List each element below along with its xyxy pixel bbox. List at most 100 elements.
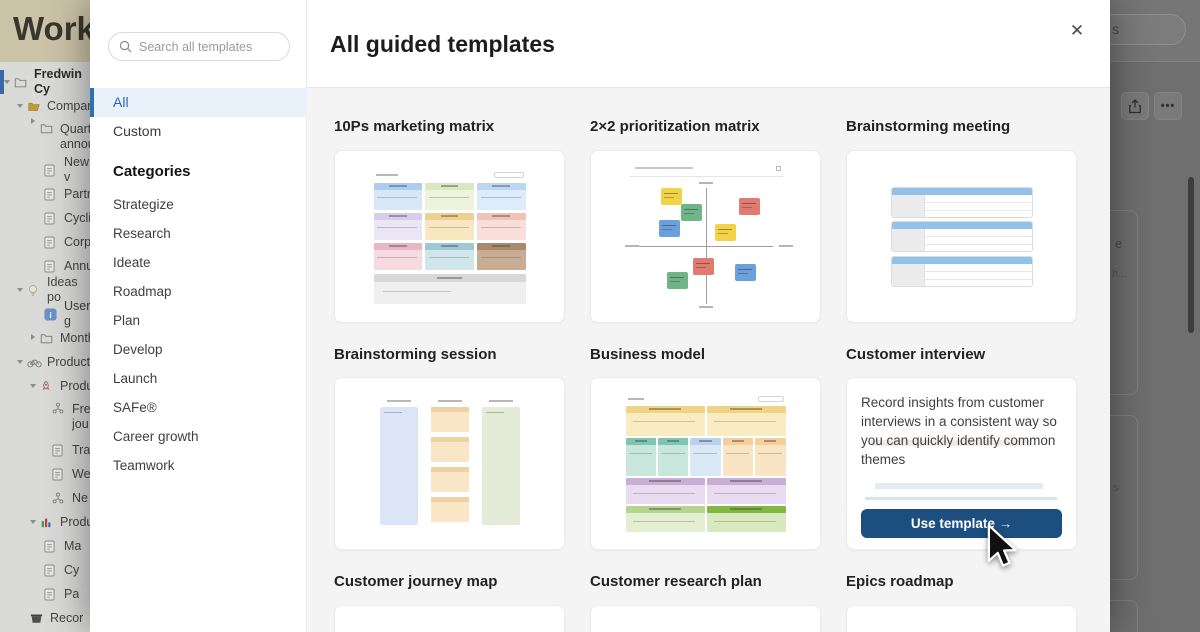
thumb-part bbox=[625, 405, 705, 413]
thumb-part bbox=[476, 212, 526, 220]
category-item[interactable]: Plan bbox=[113, 313, 141, 328]
sidebar-tree-item[interactable]: We bbox=[0, 462, 90, 486]
folder-open-icon bbox=[27, 100, 43, 113]
scrollbar-thumb[interactable] bbox=[1188, 177, 1194, 333]
category-item[interactable]: Research bbox=[113, 226, 171, 241]
template-card-title: Customer interview bbox=[846, 346, 986, 363]
category-item[interactable]: SAFe® bbox=[113, 400, 157, 415]
thumb-part bbox=[430, 467, 469, 492]
thumb-part bbox=[924, 272, 1032, 280]
category-item[interactable]: Ideate bbox=[113, 255, 151, 270]
thumb-part bbox=[481, 400, 520, 525]
sidebar-tree-item[interactable]: Produ bbox=[0, 374, 90, 398]
categories-heading: Categories bbox=[113, 163, 191, 180]
template-card[interactable] bbox=[334, 605, 565, 632]
sidebar-tree-item[interactable]: Recor bbox=[0, 606, 90, 630]
thumb-part bbox=[488, 400, 513, 402]
tree-item-label: Partne bbox=[64, 186, 90, 201]
template-search[interactable] bbox=[108, 32, 290, 61]
thumb-part bbox=[722, 437, 754, 476]
sidebar-tree-item[interactable]: Month bbox=[0, 326, 90, 350]
thumb-part bbox=[706, 412, 786, 436]
box-icon bbox=[30, 612, 46, 624]
thumb-part bbox=[625, 405, 705, 436]
templates-main-area: All guided templates ✕ 10Ps marketing ma… bbox=[307, 0, 1110, 632]
thumb-10ps-matrix bbox=[373, 170, 526, 304]
sidebar-tree-item[interactable]: Partne bbox=[0, 182, 90, 206]
sidebar-tree-item[interactable]: Tra bbox=[0, 438, 90, 462]
thumb-part bbox=[476, 219, 526, 240]
tree-item-label: Fre jou bbox=[72, 402, 90, 431]
sticky-note bbox=[692, 257, 714, 275]
sidebar-tree-item[interactable]: Annua bbox=[0, 254, 90, 278]
close-icon[interactable]: ✕ bbox=[1069, 21, 1085, 40]
flow-icon bbox=[52, 402, 68, 414]
category-item[interactable]: Career growth bbox=[113, 429, 199, 444]
thumb-part bbox=[625, 512, 705, 532]
sidebar-tree-item[interactable]: Quarte annou bbox=[0, 118, 90, 158]
template-card[interactable] bbox=[846, 605, 1077, 632]
rocket-icon bbox=[40, 380, 56, 393]
sidebar-tree-item[interactable]: Compan bbox=[0, 94, 90, 118]
sidebar-tree-item[interactable]: Ne bbox=[0, 486, 90, 510]
search-input[interactable] bbox=[139, 39, 274, 54]
bulb-icon bbox=[27, 284, 43, 297]
nav-item-custom[interactable]: Custom bbox=[113, 123, 162, 139]
template-card[interactable] bbox=[846, 150, 1077, 323]
thumb-part bbox=[706, 512, 786, 532]
thumb-session-columns bbox=[379, 400, 520, 527]
sidebar-tree-item[interactable]: Pa bbox=[0, 582, 90, 606]
thumb-part bbox=[706, 484, 786, 504]
tree-item-label: Produ bbox=[60, 378, 90, 393]
category-item[interactable]: Teamwork bbox=[113, 458, 175, 473]
thumb-part bbox=[625, 477, 705, 485]
sidebar-tree-item[interactable]: Fredwin Cy bbox=[0, 67, 90, 96]
share-icon bbox=[1129, 98, 1141, 113]
category-item[interactable]: Launch bbox=[113, 371, 158, 386]
sidebar-tree-item[interactable]: Corpo bbox=[0, 230, 90, 254]
share-button[interactable] bbox=[1121, 92, 1149, 120]
template-card-title: Customer journey map bbox=[334, 573, 498, 590]
thumb-part bbox=[706, 477, 786, 485]
thumb-part bbox=[755, 437, 786, 476]
thumb-part bbox=[891, 222, 1032, 229]
use-template-button[interactable]: Use template → bbox=[861, 509, 1062, 538]
chart-icon bbox=[40, 516, 56, 528]
sidebar-tree-item[interactable]: Fre jou bbox=[0, 398, 90, 438]
template-card[interactable] bbox=[334, 377, 565, 550]
thumb-part bbox=[924, 203, 1032, 211]
sidebar-tree-item[interactable]: Produ bbox=[0, 510, 90, 534]
thumb-part bbox=[625, 484, 705, 504]
template-card[interactable] bbox=[590, 605, 821, 632]
doc-icon bbox=[44, 212, 60, 225]
thumb-part bbox=[481, 407, 520, 525]
nav-item-all[interactable]: All bbox=[90, 88, 307, 117]
template-card-title: Business model bbox=[590, 346, 706, 363]
sticky-note bbox=[680, 203, 702, 221]
category-item[interactable]: Develop bbox=[113, 342, 163, 357]
category-item[interactable]: Strategize bbox=[113, 197, 174, 212]
template-card[interactable] bbox=[590, 377, 821, 550]
folder-icon bbox=[40, 122, 56, 135]
template-card[interactable] bbox=[590, 150, 821, 323]
more-button[interactable]: ••• bbox=[1154, 92, 1182, 120]
thumb-part bbox=[722, 444, 754, 476]
sidebar-tree-item[interactable]: Cyclin bbox=[0, 206, 90, 230]
template-card[interactable] bbox=[334, 150, 565, 323]
tree-item-label: Tra bbox=[72, 442, 90, 457]
sidebar-tree-item[interactable]: Ma bbox=[0, 534, 90, 558]
category-item[interactable]: Roadmap bbox=[113, 284, 172, 299]
thumb-part bbox=[755, 444, 786, 476]
page-header-band: Worksp bbox=[0, 0, 90, 62]
sidebar-tree-item[interactable]: Cy bbox=[0, 558, 90, 582]
template-card[interactable]: Record insights from customer interviews… bbox=[846, 377, 1077, 550]
tree-item-label: Pa bbox=[64, 586, 80, 601]
sidebar-tree-item[interactable]: Ideas po bbox=[0, 275, 90, 304]
sidebar-tree-item[interactable]: Product bbox=[0, 350, 90, 374]
thumb-part bbox=[924, 264, 1032, 286]
thumb-part bbox=[430, 497, 469, 522]
sidebar-tree-item[interactable]: New v bbox=[0, 155, 90, 184]
thumb-part bbox=[924, 195, 1032, 217]
